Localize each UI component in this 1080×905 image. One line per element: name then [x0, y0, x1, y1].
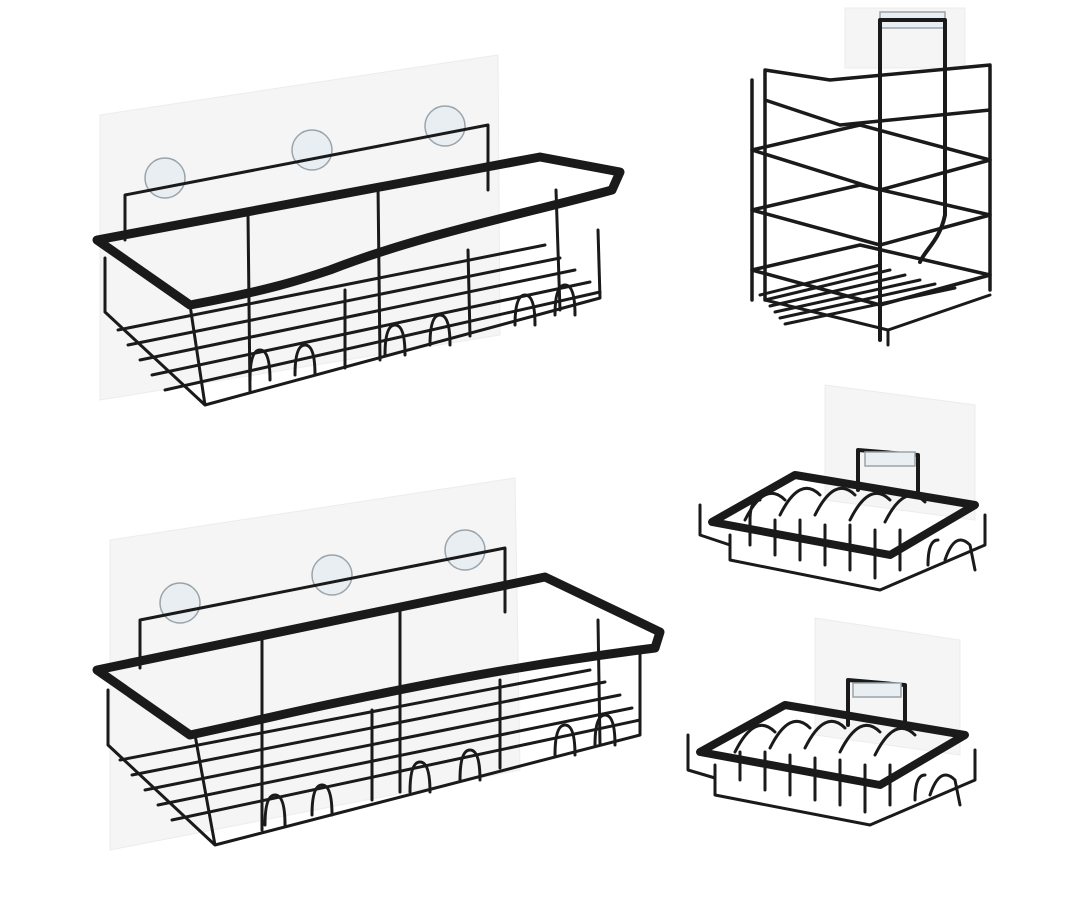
adhesive-hook [311, 554, 353, 596]
adhesive-hook [852, 682, 902, 698]
shower-caddy-top-left [92, 54, 625, 407]
adhesive-hook [864, 451, 916, 467]
adhesive-hook [144, 157, 186, 199]
adhesive-hook [159, 582, 201, 624]
adhesive-hook [444, 529, 486, 571]
toothbrush-holder [750, 7, 992, 347]
adhesive-hook [291, 129, 333, 171]
shower-caddy-bottom-left [92, 477, 665, 851]
soap-dish-top [698, 384, 987, 592]
soap-dish-bottom [686, 617, 977, 827]
adhesive-hook [424, 105, 466, 147]
